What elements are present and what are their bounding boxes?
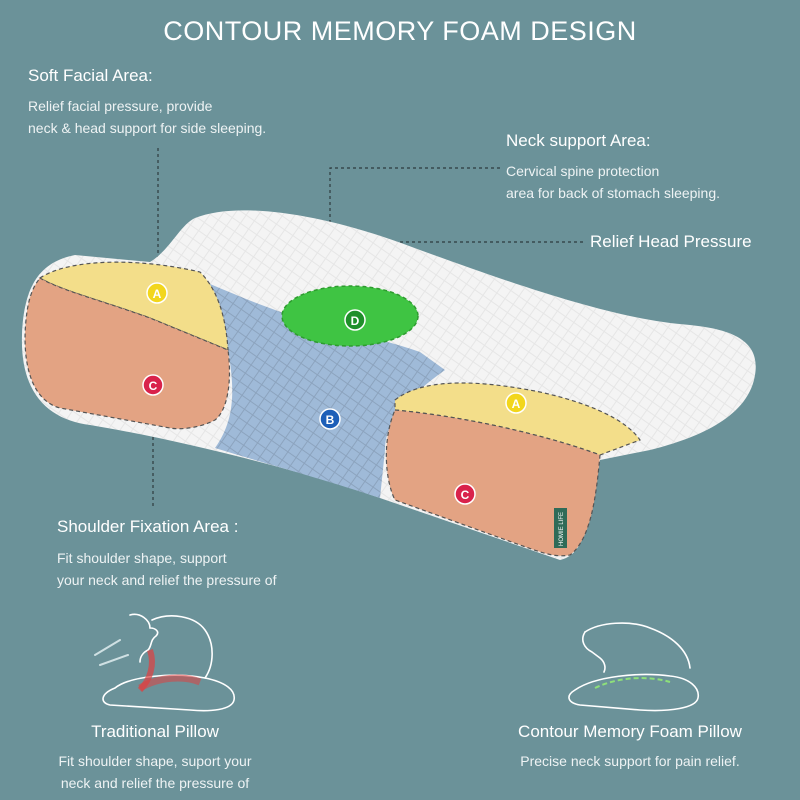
marker-a-right: A xyxy=(505,392,527,414)
page-title: CONTOUR MEMORY FOAM DESIGN xyxy=(163,16,637,46)
shoulder-desc-line1: Fit shoulder shape, support xyxy=(57,550,227,566)
neck-support-description: Cervical spine protection area for back … xyxy=(506,160,720,204)
shoulder-fixation-title: Shoulder Fixation Area : xyxy=(57,517,239,536)
brand-tag-text: HOMIE LIFE xyxy=(559,512,565,546)
marker-c-left-label: C xyxy=(149,379,158,393)
soft-facial-description: Relief facial pressure, provide neck & h… xyxy=(28,95,266,139)
soft-facial-title: Soft Facial Area: xyxy=(28,66,153,85)
marker-d-label: D xyxy=(351,314,360,328)
neck-support-desc-line2: area for back of stomach sleeping. xyxy=(506,185,721,201)
brand-tag xyxy=(554,508,567,548)
neck-support-title: Neck support Area: xyxy=(506,131,651,150)
zone-a-left xyxy=(38,261,229,351)
relief-head-title: Relief Head Pressure xyxy=(590,232,752,251)
marker-a-left-label: A xyxy=(153,287,162,301)
traditional-pillow-icon xyxy=(94,613,235,712)
marker-a-right-label: A xyxy=(512,397,521,411)
traditional-desc-line2: neck and relief the pressure of xyxy=(60,775,250,791)
shoulder-desc-line2: your neck and relief the pressure of xyxy=(57,572,277,588)
soft-facial-desc-line2: neck & head support for side sleeping. xyxy=(28,120,267,136)
contour-pillow-description: Precise neck support for pain relief. xyxy=(520,753,740,769)
traditional-pillow-title: Traditional Pillow xyxy=(91,722,219,741)
marker-c-right: C xyxy=(454,483,476,505)
marker-d: D xyxy=(344,309,366,331)
soft-facial-desc-line1: Relief facial pressure, provide xyxy=(28,98,213,114)
traditional-pillow-description: Fit shoulder shape, suport your neck and… xyxy=(0,750,310,794)
marker-a-left: A xyxy=(146,282,168,304)
marker-c-left: C xyxy=(142,374,164,396)
contour-pillow-title: Contour Memory Foam Pillow xyxy=(518,722,742,741)
shoulder-fixation-description: Fit shoulder shape, support your neck an… xyxy=(57,547,276,591)
contour-support-highlight xyxy=(594,677,671,689)
traditional-desc-line1: Fit shoulder shape, suport your xyxy=(58,753,252,769)
zone-c-left xyxy=(24,277,231,430)
neck-support-desc-line1: Cervical spine protection xyxy=(506,163,660,179)
contour-pillow-icon xyxy=(568,622,699,712)
zone-a-right xyxy=(394,382,641,456)
marker-b-label: B xyxy=(326,413,335,427)
zone-c-right xyxy=(385,409,601,557)
marker-b: B xyxy=(319,408,341,430)
marker-c-right-label: C xyxy=(461,488,470,502)
